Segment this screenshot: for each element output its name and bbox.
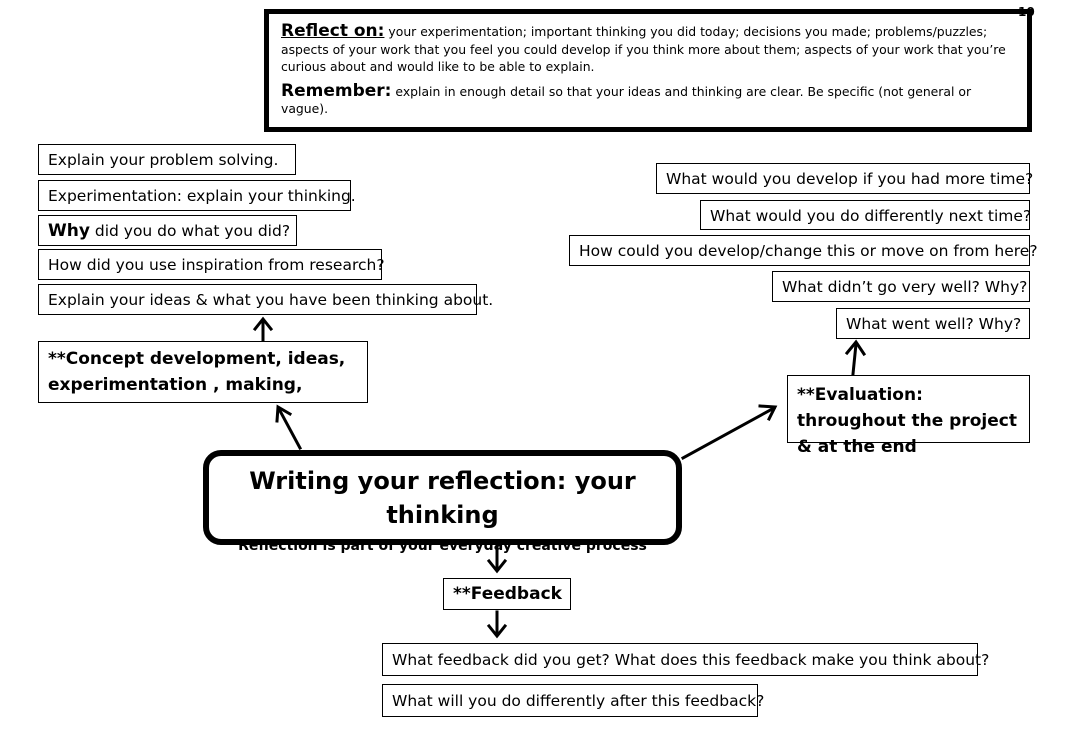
evaluation-prompt-next-time: What would you do differently next time?: [700, 200, 1031, 230]
feedback-prompt-differently: What will you do differently after this …: [382, 684, 764, 717]
arrow-center-to-evaluation: [680, 404, 778, 461]
concept-prompt-ideas: Explain your ideas & what you have been …: [38, 284, 493, 315]
reflect-on-text: your experimentation; important thinking…: [281, 24, 1006, 74]
arrow-center-to-concept: [275, 404, 303, 451]
arrow-center-to-feedback: [486, 544, 508, 574]
remember-paragraph: Remember: explain in enough detail so th…: [281, 80, 1015, 118]
central-subtitle: Reflection is part of your everyday crea…: [238, 538, 647, 554]
why-emphasis: Why: [48, 221, 90, 241]
concept-development-heading: **Concept development, ideas, experiment…: [38, 341, 368, 403]
central-title: Writing your reflection: your thinking: [249, 467, 636, 529]
evaluation-prompt-went-well: What went well? Why?: [836, 308, 1030, 339]
evaluation-heading: **Evaluation: throughout the project & a…: [787, 375, 1030, 457]
arrow-to-evaluation-prompts: [844, 339, 867, 376]
arrow-to-concept-prompts: [252, 316, 274, 342]
feedback-heading: **Feedback: [443, 578, 571, 610]
concept-prompt-why: Why did you do what you did?: [38, 215, 297, 246]
evaluation-prompt-move-on: How could you develop/change this or mov…: [569, 235, 1038, 266]
central-topic-box: Writing your reflection: your thinking R…: [203, 450, 682, 554]
reflect-on-paragraph: Reflect on: your experimentation; import…: [281, 21, 1015, 76]
arrow-feedback-to-prompts: [486, 610, 508, 639]
reflect-on-label: Reflect on:: [281, 21, 385, 41]
remember-text: explain in enough detail so that your id…: [281, 83, 972, 117]
concept-prompt-inspiration: How did you use inspiration from researc…: [38, 249, 385, 280]
concept-prompt-problem-solving: Explain your problem solving.: [38, 144, 296, 175]
remember-label: Remember:: [281, 80, 392, 101]
concept-prompt-experimentation: Experimentation: explain your thinking.: [38, 180, 356, 211]
evaluation-prompt-not-well: What didn’t go very well? Why?: [772, 271, 1030, 302]
evaluation-prompt-more-time: What would you develop if you had more t…: [656, 163, 1033, 194]
feedback-prompt-what-feedback: What feedback did you get? What does thi…: [382, 643, 989, 676]
why-text: did you do what you did?: [89, 222, 291, 240]
reflect-instructions-box: Reflect on: your experimentation; import…: [264, 9, 1032, 132]
